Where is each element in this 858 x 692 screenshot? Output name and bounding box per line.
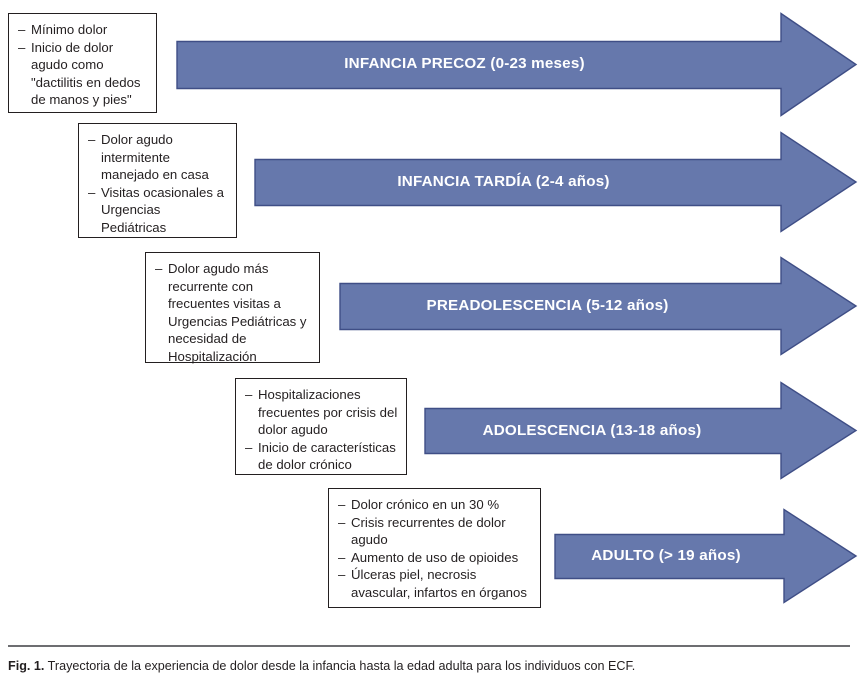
list-item: –Crisis recurrentes de dolor agudo xyxy=(338,514,532,549)
bullet-dash: – xyxy=(18,39,26,55)
list-item-text: Crisis recurrentes de dolor agudo xyxy=(351,514,506,548)
list-item-text: Dolor agudo más recurrente con frecuente… xyxy=(168,261,307,364)
arrow-infancia-precoz: INFANCIA PRECOZ (0-23 meses) xyxy=(176,12,858,117)
callout-adolescencia: –Hospitalizaciones frecuentes por crisis… xyxy=(235,378,407,475)
arrow-infancia-tardia: INFANCIA TARDÍA (2-4 años) xyxy=(254,131,858,233)
list-item: –Inicio de características de dolor crón… xyxy=(245,439,398,474)
arrow-preadolescencia: PREADOLESCENCIA (5-12 años) xyxy=(339,256,858,356)
callout-list: –Dolor agudo intermitente manejado en ca… xyxy=(88,131,228,237)
callout-list: –Mínimo dolor –Inicio de dolor agudo com… xyxy=(18,21,148,109)
callout-infancia-precoz: –Mínimo dolor –Inicio de dolor agudo com… xyxy=(8,13,157,113)
list-item: –Úlceras piel, necrosis avascular, infar… xyxy=(338,566,532,601)
arrow-adolescencia: ADOLESCENCIA (13-18 años) xyxy=(424,381,858,480)
callout-list: –Dolor crónico en un 30 % –Crisis recurr… xyxy=(338,496,532,602)
callout-list: –Hospitalizaciones frecuentes por crisis… xyxy=(245,386,398,474)
list-item-text: Dolor crónico en un 30 % xyxy=(351,497,500,512)
list-item: –Dolor agudo intermitente manejado en ca… xyxy=(88,131,228,184)
caption-text: Trayectoria de la experiencia de dolor d… xyxy=(47,659,636,673)
list-item: –Hospitalizaciones frecuentes por crisis… xyxy=(245,386,398,439)
list-item-text: Inicio de dolor agudo como "dactilitis e… xyxy=(31,39,141,108)
callout-list: –Dolor agudo más recurrente con frecuent… xyxy=(155,260,311,366)
callout-preadolescencia: –Dolor agudo más recurrente con frecuent… xyxy=(145,252,320,366)
bullet-dash: – xyxy=(338,567,346,583)
caption-prefix: Fig. 1. xyxy=(8,659,45,673)
bullet-dash: – xyxy=(88,184,96,200)
list-item: –Mínimo dolor xyxy=(18,21,148,39)
bullet-dash: – xyxy=(245,387,253,402)
list-item: –Dolor crónico en un 30 % xyxy=(338,496,532,514)
list-item-text: Aumento de uso de opioides xyxy=(351,549,519,565)
bullet-dash: – xyxy=(338,549,346,565)
callout-adulto: –Dolor crónico en un 30 % –Crisis recurr… xyxy=(328,488,541,608)
callout-infancia-tardia: –Dolor agudo intermitente manejado en ca… xyxy=(78,123,237,238)
figure-caption: Fig. 1. Trayectoria de la experiencia de… xyxy=(8,658,850,674)
bullet-dash: – xyxy=(338,497,346,512)
arrow-shape-icon xyxy=(176,12,858,117)
list-item-text: Dolor agudo intermitente manejado en cas… xyxy=(101,132,209,183)
bullet-dash: – xyxy=(245,439,253,455)
list-item: –Dolor agudo más recurrente con frecuent… xyxy=(155,260,311,366)
caption-divider xyxy=(8,645,850,647)
list-item-text: Hospitalizaciones frecuentes por crisis … xyxy=(258,387,398,438)
arrow-adulto: ADULTO (> 19 años) xyxy=(554,508,858,604)
bullet-dash: – xyxy=(88,132,96,147)
bullet-dash: – xyxy=(155,261,163,276)
arrow-shape-icon xyxy=(254,131,858,233)
arrow-shape-icon xyxy=(424,381,858,480)
bullet-dash: – xyxy=(18,22,26,37)
bullet-dash: – xyxy=(338,514,346,530)
list-item: –Inicio de dolor agudo como "dactilitis … xyxy=(18,39,148,109)
list-item: –Aumento de uso de opioides xyxy=(338,549,532,567)
list-item-text: Mínimo dolor xyxy=(31,22,108,37)
list-item-text: Visitas ocasionales a Urgencias Pediátri… xyxy=(101,184,224,235)
list-item-text: Inicio de características de dolor cróni… xyxy=(258,439,396,473)
list-item: –Visitas ocasionales a Urgencias Pediátr… xyxy=(88,184,228,237)
arrow-shape-icon xyxy=(339,256,858,356)
list-item-text: Úlceras piel, necrosis avascular, infart… xyxy=(351,567,527,600)
arrow-shape-icon xyxy=(554,508,858,604)
